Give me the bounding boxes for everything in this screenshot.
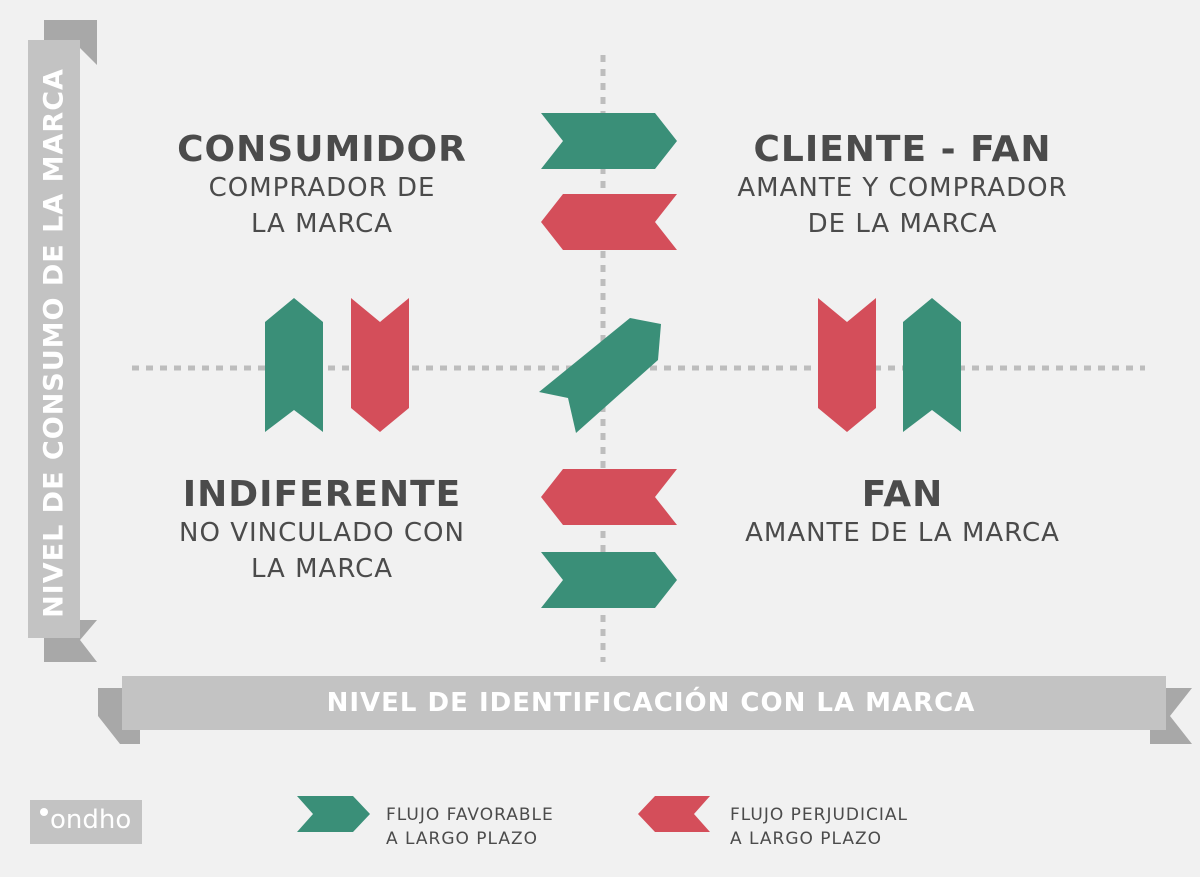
quadrant-subtitle: AMANTE Y COMPRADOR DE LA MARCA xyxy=(737,173,1068,239)
arrow-favorable-top-icon xyxy=(541,113,677,169)
y-axis-ribbon xyxy=(28,20,97,662)
quadrant-title: CONSUMIDOR xyxy=(177,129,467,170)
arrow-favorable-bottom-icon xyxy=(541,552,677,608)
arrow-harmful-left-down-icon xyxy=(351,298,409,432)
logo-mark-icon xyxy=(40,808,48,816)
quadrant-subtitle: COMPRADOR DE LA MARCA xyxy=(208,173,436,239)
x-axis-ribbon xyxy=(98,676,1192,744)
arrow-harmful-bottom-icon xyxy=(541,469,677,525)
x-axis-label: NIVEL DE IDENTIFICACIÓN CON LA MARCA xyxy=(326,688,976,718)
arrow-favorable-left-up-icon xyxy=(265,298,323,432)
logo-wordmark: ondho xyxy=(50,805,132,835)
quadrant-subtitle: NO VINCULADO CON LA MARCA xyxy=(179,518,465,584)
arrow-harmful-right-down-icon xyxy=(818,298,876,432)
y-axis-band xyxy=(28,40,80,638)
arrow-favorable-right-up-icon xyxy=(903,298,961,432)
quadrant-bottom-right: FAN AMANTE DE LA MARCA xyxy=(700,475,1105,551)
x-axis-band xyxy=(122,676,1166,730)
arrow-harmful-top-icon xyxy=(541,194,677,250)
quadrant-title: CLIENTE - FAN xyxy=(753,129,1052,170)
quadrant-title: FAN xyxy=(861,474,944,515)
legend-harmful-arrow-icon xyxy=(638,796,710,832)
logo-badge xyxy=(30,800,142,844)
quadrant-top-left: CONSUMIDOR COMPRADOR DE LA MARCA xyxy=(172,130,472,242)
quadrant-top-right: CLIENTE - FAN AMANTE Y COMPRADOR DE LA M… xyxy=(700,130,1105,242)
quadrant-bottom-left: INDIFERENTE NO VINCULADO CON LA MARCA xyxy=(152,475,492,587)
quadrant-subtitle: AMANTE DE LA MARCA xyxy=(745,518,1060,548)
quadrant-title: INDIFERENTE xyxy=(182,474,462,515)
legend-favorable-label: FLUJO FAVORABLE A LARGO PLAZO xyxy=(386,805,554,849)
legend-favorable-arrow-icon xyxy=(297,796,370,832)
legend-harmful-label: FLUJO PERJUDICIAL A LARGO PLAZO xyxy=(730,805,908,849)
arrow-favorable-diagonal-icon xyxy=(539,318,661,433)
y-axis-label: NIVEL DE CONSUMO DE LA MARCA xyxy=(38,68,70,618)
